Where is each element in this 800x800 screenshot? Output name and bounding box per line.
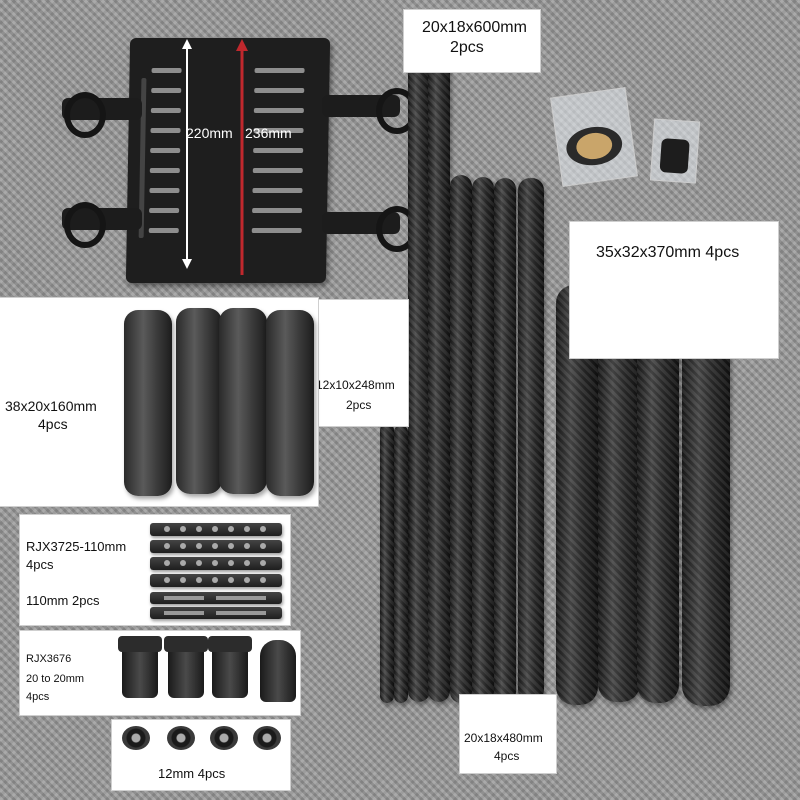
white-dimension-arrow (182, 39, 192, 269)
slotted-plate (150, 592, 282, 604)
frame-length-dimension: 236mm (245, 125, 292, 141)
motor-clamp-ring (64, 92, 106, 138)
tube-160mm (219, 308, 267, 494)
label-tube-600mm: 20x18x600mm 2pcs (404, 10, 540, 72)
connectors-line1: RJX3676 (26, 653, 72, 665)
tube-160mm-qty: 4pcs (38, 416, 68, 432)
tube-248mm (394, 425, 408, 703)
plates-line2: 4pcs (26, 557, 54, 572)
clamp-ring (167, 726, 195, 750)
tube-248mm-size: 12x10x248mm (316, 378, 395, 392)
tube-480mm (472, 177, 494, 703)
tube-600mm (408, 62, 430, 702)
bar-plate (150, 557, 282, 570)
tube-370mm-label: 35x32x370mm 4pcs (596, 244, 740, 261)
hardware-bag-screws (649, 118, 701, 184)
clamp-ring (253, 726, 281, 750)
dimension-arrows (182, 39, 248, 275)
tube-480mm-qty: 4pcs (494, 749, 520, 763)
slotted-plate (150, 607, 282, 619)
tube-600mm-size: 20x18x600mm (422, 19, 527, 36)
motor-clamp-ring (64, 202, 106, 248)
plates-line3: 110mm 2pcs (26, 593, 100, 608)
screws (659, 138, 690, 174)
tube-connector (260, 640, 296, 702)
tube-480mm-size: 20x18x480mm (464, 731, 543, 745)
tube-248mm (380, 423, 394, 703)
tube-160mm (124, 310, 172, 496)
tube-248mm-qty: 2pcs (346, 398, 372, 412)
tube-160mm (176, 308, 222, 494)
label-tube-480mm: 20x18x480mm 4pcs (460, 695, 556, 773)
tube-480mm (450, 175, 472, 703)
clamp-ring (210, 726, 238, 750)
connectors-line2: 20 to 20mm (26, 673, 85, 685)
tube-600mm-qty: 2pcs (450, 39, 484, 56)
label-tube-248mm: 12x10x248mm 2pcs (316, 300, 408, 426)
red-dimension-arrow (236, 39, 248, 275)
hardware-bag-large (550, 87, 638, 187)
connectors-line3: 4pcs (26, 691, 50, 703)
bar-plate (150, 574, 282, 587)
bar-plate (150, 523, 282, 536)
tube-connector (164, 636, 208, 698)
tube-160mm (266, 310, 314, 496)
frame-width-dimension: 220mm (186, 125, 233, 141)
plates-line1: RJX3725-110mm (26, 539, 127, 554)
tube-connector (208, 636, 252, 698)
clamps-label: 12mm 4pcs (158, 766, 226, 781)
tube-160mm-size: 38x20x160mm (5, 398, 97, 414)
tube-480mm (494, 178, 516, 703)
label-tube-370mm: 35x32x370mm 4pcs (570, 222, 778, 358)
bar-plate (150, 540, 282, 553)
clamp-ring (122, 726, 150, 750)
tube-600mm (428, 62, 450, 702)
tube-480mm (518, 178, 544, 702)
tube-connector (118, 636, 162, 698)
